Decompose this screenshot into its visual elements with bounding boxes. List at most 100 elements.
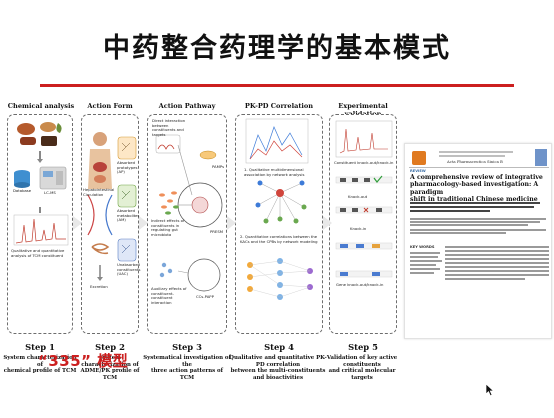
step-5-description: Validation of key active constituents an…	[323, 355, 401, 381]
panel-experimental-validation: Constituent knock-out/knock-in Knock-out…	[329, 114, 397, 334]
journal-name: Acta Pharmaceutica Sinica B	[447, 159, 503, 164]
label-pamps: PAMPs	[212, 164, 225, 169]
step-3-description: Systematical investigation of the three …	[143, 355, 231, 381]
step-2-number: Step 2	[95, 342, 125, 352]
keyword-line	[410, 260, 442, 262]
step-2-description: System characterization of ADME/PK profi…	[77, 355, 143, 381]
column-heading-2: Action Form	[87, 102, 133, 110]
label-presm: PRESM	[210, 229, 224, 234]
label-circulation: Circulation	[83, 192, 104, 197]
keyword-line	[410, 256, 438, 258]
step-1-description: System characterization of chemical prof…	[0, 355, 80, 375]
keyword-line	[410, 252, 440, 254]
abstract-line	[445, 266, 549, 268]
affiliation-line	[410, 232, 506, 234]
label-indirect-effects: Indirect effects of constituents in regu…	[151, 218, 185, 237]
paper-title-line2: pharmacology-based investigation: A para…	[410, 181, 539, 196]
keyword-line	[410, 268, 440, 270]
affiliation-line	[410, 229, 546, 231]
action-pathway-illustration	[155, 134, 223, 292]
abstract-line	[445, 258, 549, 260]
label-unabsorbed-constituents: Unabsorbed constituents (UAC)	[117, 262, 141, 277]
step-3-desc-line2: three action patterns of TCM	[151, 368, 223, 381]
abstract-line	[445, 254, 549, 256]
column-heading-4: PK-PD Correlation	[244, 102, 314, 110]
label-absorbed-metabolites: Absorbed metabolites (AM)	[117, 208, 140, 223]
affiliation-line	[410, 218, 546, 220]
flow-arrow	[139, 216, 148, 230]
step-1-number: Step 1	[25, 342, 55, 352]
label-qualitative: Qualitative and quantitative	[11, 248, 65, 253]
section-key-words: KEY WORDS	[410, 245, 435, 249]
flow-arrow	[323, 216, 332, 230]
author-line	[410, 202, 540, 204]
step-3-number: Step 3	[172, 342, 202, 352]
label-network-modeling: 2. Quantitative correlations between the…	[240, 234, 318, 244]
flow-arrow	[73, 216, 82, 230]
label-excretion: Excretion	[90, 284, 108, 289]
abstract-line	[445, 246, 549, 248]
panel-action-pathway: Direct interaction between constituents …	[147, 114, 227, 334]
paper-title-line3: shift in traditional Chinese medicine	[410, 196, 538, 204]
abstract-line	[445, 274, 549, 276]
label-constituent-analysis: analysis of TCM constituent	[11, 253, 64, 258]
step-4-desc-line1: Qualitative and quantitative PK-PD corre…	[229, 355, 327, 368]
title-rule	[40, 84, 514, 87]
step-4-desc-line2: between the multi-constituents and bioac…	[230, 368, 326, 381]
abstract-line	[445, 262, 549, 264]
paper-title-line1: A comprehensive review of integrative	[410, 174, 543, 181]
step-5-number: Step 5	[348, 342, 378, 352]
author-line	[410, 210, 490, 212]
label-direct-interaction: Direct interaction between constituents …	[152, 118, 186, 137]
experimental-validation-illustration	[335, 120, 393, 278]
cursor-icon	[485, 383, 495, 397]
step-4-description: Qualitative and quantitative PK-PD corre…	[226, 355, 330, 381]
paper-header-rule	[439, 151, 513, 153]
label-constituent-knock: Constituent knock-out/knock-in	[334, 160, 394, 165]
journal-cover-icon	[535, 149, 547, 166]
action-form-illustration	[87, 132, 137, 281]
step-1-desc-line1: System characterization of	[3, 355, 77, 368]
label-auxiliary-effects: Auxiliary effects of constituent-constit…	[151, 286, 187, 305]
flow-arrow	[227, 216, 236, 230]
step-3-desc-line1: Systematical investigation of the	[143, 355, 231, 368]
step-2-desc-line1: System characterization of	[81, 355, 139, 368]
step-5-desc-line1: Validation of key active constituents	[326, 355, 398, 368]
step-1-desc-line2: chemical profile of TCM	[3, 368, 77, 375]
keyword-line	[410, 272, 434, 274]
label-lcms: LC-MS	[44, 190, 56, 195]
affiliation-line	[410, 221, 540, 223]
label-absorbed-prototypes: Absorbed prototypes (AP)	[117, 160, 138, 175]
publisher-logo-icon	[412, 151, 426, 165]
label-knock-in: Knock-in	[350, 226, 367, 231]
integrative-pharmacology-diagram: Chemical analysis Action Form Action Pat…	[3, 96, 398, 352]
paper-thumbnail: Acta Pharmaceutica Sinica B REVIEW A com…	[404, 143, 552, 339]
label-gene-knock: Gene knock-out/knock-in	[336, 282, 384, 287]
panel-chemical-analysis: Database LC-MS Qualitative and quantitat…	[7, 114, 73, 334]
chemical-analysis-illustration	[13, 122, 69, 246]
paper-title: A comprehensive review of integrative ph…	[410, 174, 548, 204]
step-2-desc-line2: ADME/PK profile of TCM	[80, 368, 140, 381]
abstract-line	[445, 250, 549, 252]
label-knock-out: Knock-out	[348, 194, 368, 199]
paper-header-rule	[439, 155, 505, 157]
abstract-line	[445, 270, 549, 272]
affiliation-line	[410, 224, 528, 226]
section-review: REVIEW	[410, 169, 426, 173]
label-ccs-papp: CCs-PAPP	[196, 294, 214, 299]
label-hepatointestinal: Hepatointestinal	[83, 187, 115, 192]
model-label: “335” 模型	[38, 352, 129, 370]
author-line	[410, 206, 534, 208]
pkpd-illustration	[245, 118, 313, 300]
label-database: Database	[13, 188, 32, 193]
column-heading-3: Action Pathway	[158, 102, 216, 110]
keyword-line	[410, 264, 436, 266]
slide-title: 中药整合药理学的基本模式	[103, 33, 451, 64]
step-4-number: Step 4	[264, 342, 294, 352]
column-heading-1: Chemical analysis	[7, 102, 75, 110]
step-5-desc-line2: and critical molecular targets	[328, 368, 396, 381]
panel-pkpd-correlation: 1. Qualitative multidimensional associat…	[235, 114, 323, 334]
abstract-line	[445, 278, 525, 280]
label-network-analysis: 1. Qualitative multidimensional associat…	[244, 167, 305, 177]
panel-action-form: Hepatointestinal Circulation Absorbed pr…	[81, 114, 141, 334]
